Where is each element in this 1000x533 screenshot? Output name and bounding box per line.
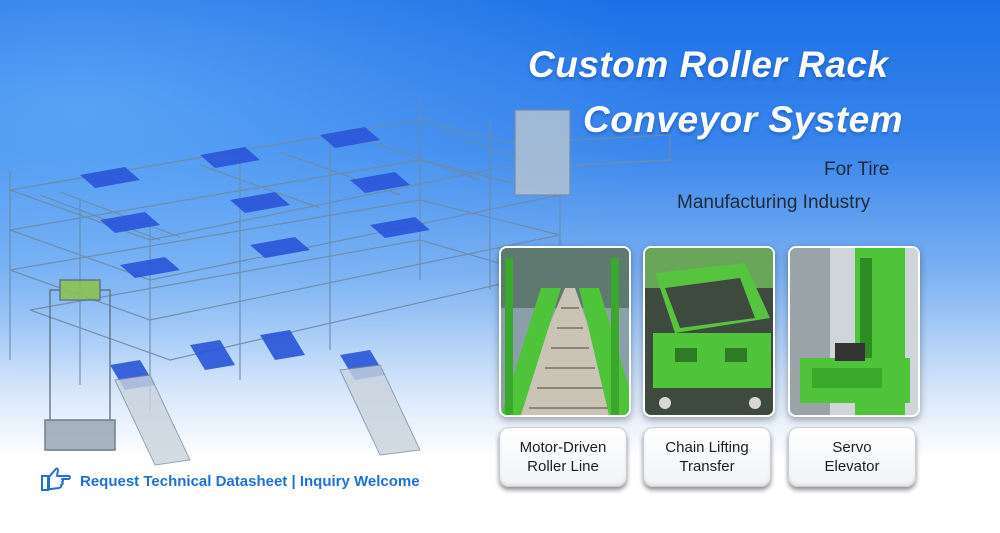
subheadline-line-1: For Tire <box>824 159 890 180</box>
servo-elevator-label-1: Servo <box>832 439 872 456</box>
chain-lifting-transfer-button[interactable]: Chain Lifting Transfer <box>643 427 771 487</box>
chain-lifting-transfer-photo <box>643 246 775 417</box>
motor-driven-roller-line-photo <box>499 246 631 417</box>
motor-driven-roller-line-label-2: Roller Line <box>527 458 599 475</box>
chain-lifting-transfer-label-1: Chain Lifting <box>665 439 749 456</box>
headline-line-1: Custom Roller Rack <box>528 44 889 85</box>
motor-driven-roller-line-label-1: Motor-Driven <box>519 439 607 456</box>
headline-line-2: Conveyor System <box>583 99 904 140</box>
subheadline-line-2: Manufacturing Industry <box>677 192 871 213</box>
servo-elevator-button[interactable]: Servo Elevator <box>788 427 916 487</box>
motor-driven-roller-line-button[interactable]: Motor-Driven Roller Line <box>499 427 627 487</box>
request-datasheet-link[interactable]: Request Technical Datasheet | Inquiry We… <box>40 466 420 497</box>
servo-elevator-label-2: Elevator <box>824 458 880 475</box>
chain-lifting-transfer-label-2: Transfer <box>679 458 735 475</box>
roller-rack-illustration <box>9 100 671 466</box>
cta-text: Request Technical Datasheet | Inquiry We… <box>80 473 420 490</box>
servo-elevator-photo <box>788 246 920 417</box>
hand-pointing-icon <box>40 466 72 497</box>
